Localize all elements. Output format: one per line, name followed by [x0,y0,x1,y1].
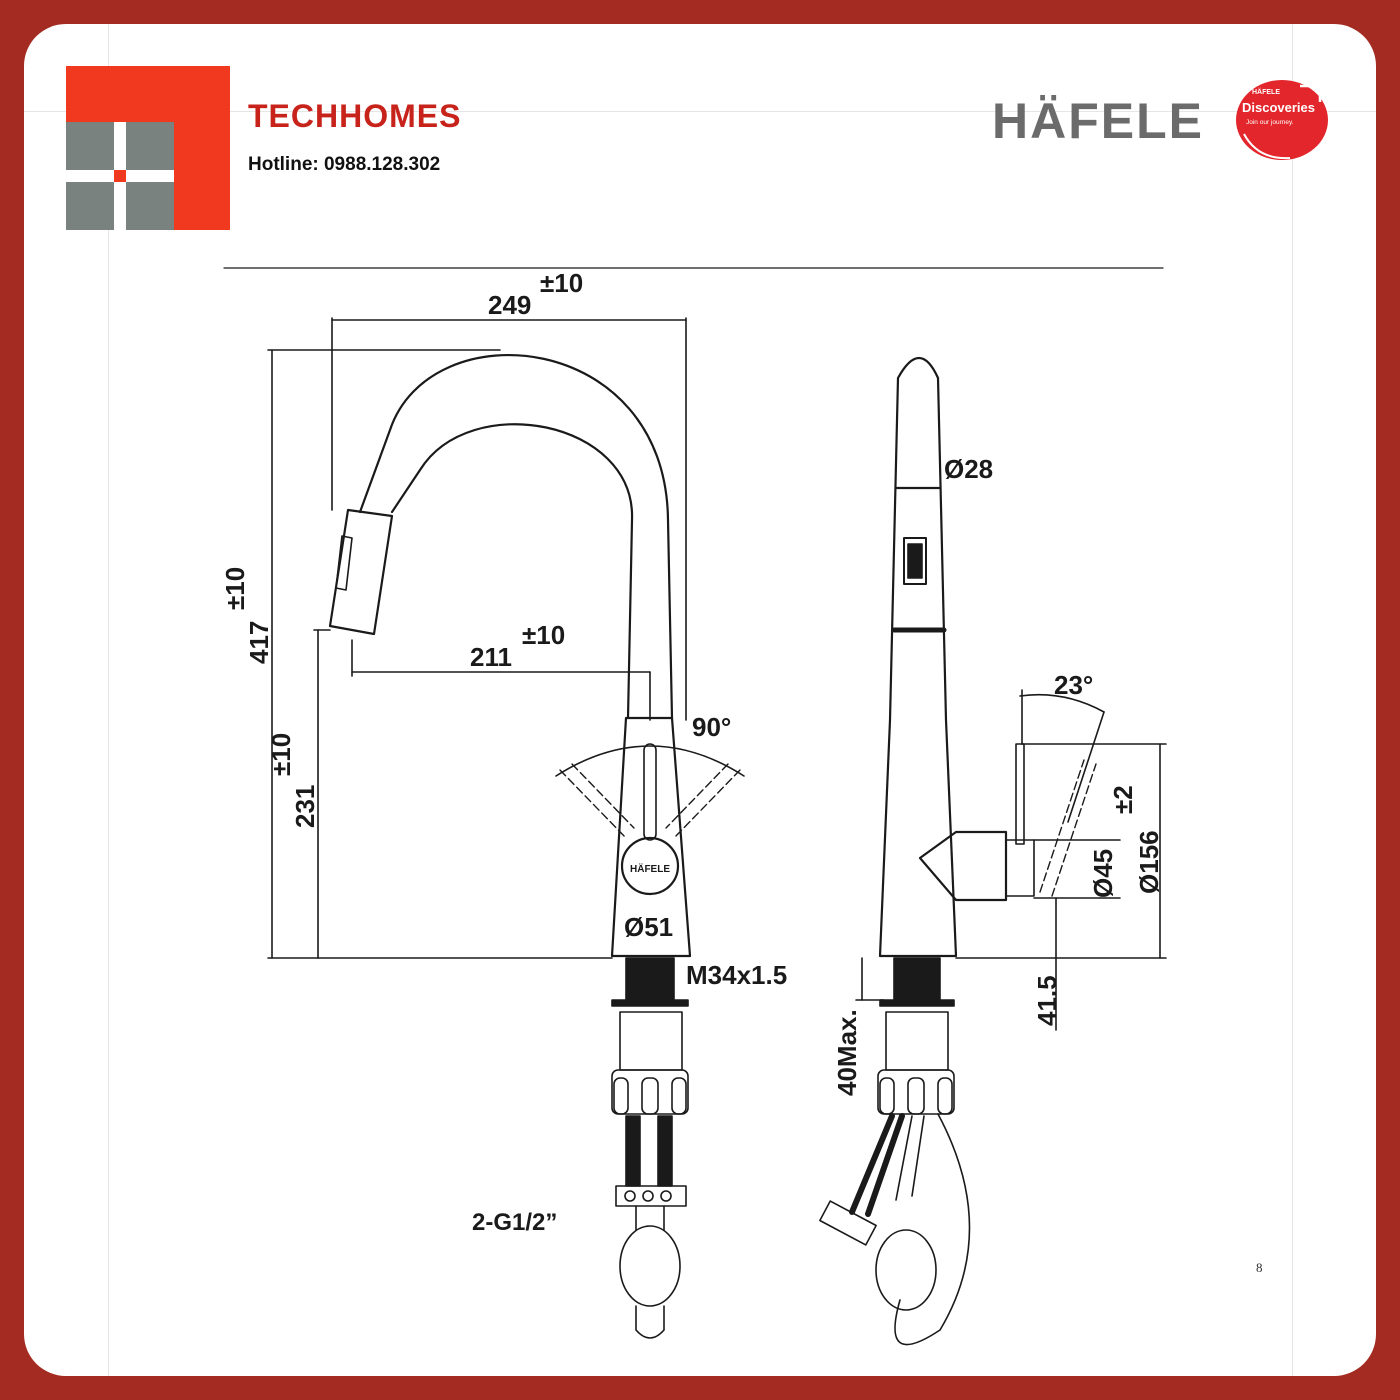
badge-top: HÄFELE [1252,88,1280,96]
badge-title: Discoveries [1242,100,1315,115]
guide-line [24,111,1376,112]
dim-body-dia: Ø51 [624,912,673,942]
hafele-logo: HÄFELE [992,93,1204,149]
page-frame: TECHHOMES Hotline: 0988.128.302 HÄFELE H… [24,24,1376,1376]
dim-mid-height-tol: ±10 [266,733,296,776]
dim-inlets: 2-G1/2” [472,1209,557,1236]
dim-thread: M34x1.5 [686,960,787,990]
dim-width-tol: ±10 [540,268,583,298]
discoveries-badge: HÄFELE Discoveries Join our journey. [1236,80,1328,160]
guide-line [108,24,109,1376]
brand-name: TECHHOMES [248,98,462,134]
dim-hub-dia: Ø45 [1088,849,1118,898]
dim-deck-max: 40Max. [832,1009,862,1096]
dim-mid-height: 231 [290,785,320,828]
dim-height-prefix: Ø [1134,874,1164,894]
hotline-text: Hotline: 0988.128.302 [248,154,441,175]
techhomes-logo [66,66,230,230]
faucet-technical-drawing: 249 ±10 417 ±10 231 ±10 211 ±10 90° HÄFE… [220,267,1167,1346]
dim-height-tol: ±10 [220,567,250,610]
svg-text:Ø156: Ø156 [1134,830,1164,894]
dim-reach: 211 [470,642,512,672]
badge-subtitle: Join our journey. [1246,119,1294,126]
side-view-outline [819,357,1167,1346]
dim-spout-dia: Ø28 [944,454,993,484]
dim-height: 417 [244,621,274,664]
dim-reach-tol: ±10 [522,620,565,650]
page-number: 8 [1256,1260,1263,1275]
dim-side-height-tol: ±2 [1108,785,1138,814]
front-view-outline [267,317,745,1339]
dim-side-height: 156 [1134,830,1164,873]
dim-width: 249 [488,290,531,320]
dim-side-angle: 23° [1054,670,1093,700]
body-logo: HÄFELE [630,862,670,875]
guide-line [1292,24,1293,1376]
dim-offset: 41.5 [1032,975,1062,1026]
dim-front-angle: 90° [692,712,731,742]
